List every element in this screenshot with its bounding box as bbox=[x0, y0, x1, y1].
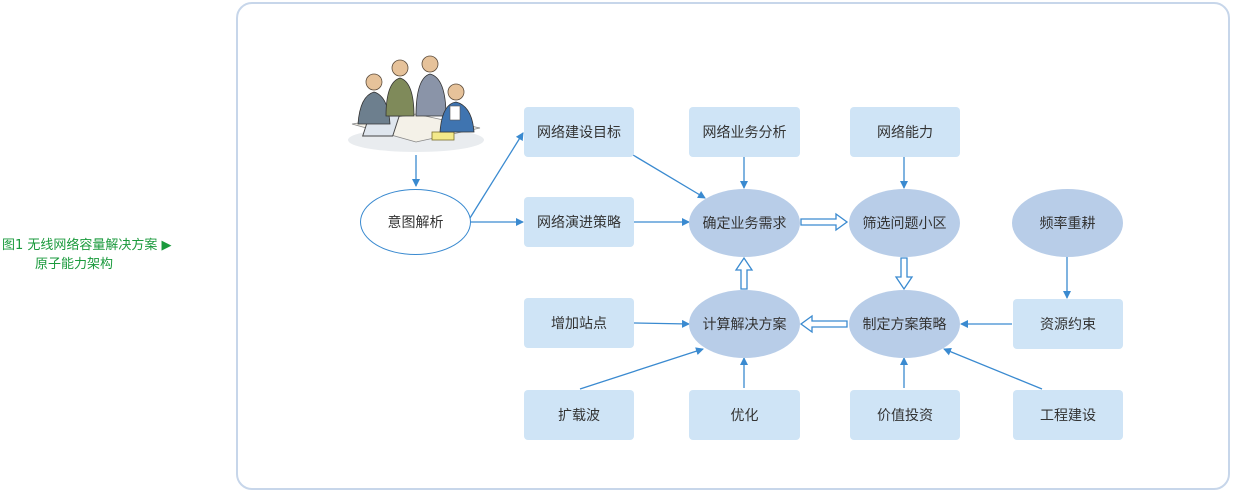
node-add-sites: 增加站点 bbox=[524, 298, 634, 348]
figure-caption: 图1 无线网络容量解决方案 ▶ 原子能力架构 bbox=[2, 236, 222, 274]
node-value-invest-label: 价值投资 bbox=[877, 408, 933, 424]
node-filter-cells: 筛选问题小区 bbox=[849, 189, 960, 257]
node-carrier-expand: 扩载波 bbox=[524, 390, 634, 440]
node-intent-label: 意图解析 bbox=[387, 215, 444, 231]
node-value-invest: 价值投资 bbox=[850, 390, 960, 440]
node-freq-refarm: 频率重耕 bbox=[1012, 189, 1123, 257]
node-engineering: 工程建设 bbox=[1013, 390, 1123, 440]
node-intent: 意图解析 bbox=[360, 189, 471, 255]
node-confirm-demand-label: 确定业务需求 bbox=[702, 216, 787, 232]
node-evolution-label: 网络演进策略 bbox=[537, 215, 621, 231]
block-arrow-strategy-to-calc bbox=[799, 314, 848, 334]
diagram-frame bbox=[236, 2, 1230, 490]
node-resource-limit: 资源约束 bbox=[1013, 299, 1123, 349]
node-make-strategy-label: 制定方案策略 bbox=[862, 317, 947, 333]
node-freq-refarm-label: 频率重耕 bbox=[1039, 216, 1096, 232]
node-capability: 网络能力 bbox=[850, 107, 960, 157]
arrow-goal-to-confirm bbox=[632, 154, 706, 199]
caption-line1: 图1 无线网络容量解决方案 ▶ bbox=[2, 238, 172, 253]
caption-line2: 原子能力架构 bbox=[35, 257, 114, 272]
arrow-carrier-to-calc bbox=[579, 347, 704, 390]
node-business-analysis: 网络业务分析 bbox=[689, 107, 800, 157]
node-filter-cells-label: 筛选问题小区 bbox=[862, 216, 947, 232]
node-capability-label: 网络能力 bbox=[877, 125, 933, 141]
node-resource-limit-label: 资源约束 bbox=[1040, 317, 1096, 333]
node-evolution: 网络演进策略 bbox=[524, 197, 634, 247]
node-calc-plan-label: 计算解决方案 bbox=[702, 317, 787, 333]
business-meeting-illustration bbox=[348, 55, 484, 152]
arrow-intent-to-goal bbox=[469, 132, 524, 219]
block-arrow-confirm-to-filter bbox=[800, 212, 849, 232]
block-arrow-filter-to-strategy bbox=[894, 257, 914, 291]
node-engineering-label: 工程建设 bbox=[1040, 408, 1096, 424]
node-optimize-label: 优化 bbox=[730, 408, 759, 424]
arrow-sites-to-calc bbox=[633, 319, 690, 328]
arrow-engineering-to-strategy bbox=[943, 347, 1043, 390]
node-business-analysis-label: 网络业务分析 bbox=[702, 125, 787, 141]
node-optimize: 优化 bbox=[689, 390, 800, 440]
node-carrier-expand-label: 扩载波 bbox=[558, 408, 600, 424]
node-make-strategy: 制定方案策略 bbox=[849, 290, 960, 358]
block-arrow-calc-to-confirm bbox=[734, 256, 754, 290]
node-add-sites-label: 增加站点 bbox=[551, 316, 607, 332]
node-goal: 网络建设目标 bbox=[524, 107, 634, 157]
node-confirm-demand: 确定业务需求 bbox=[689, 189, 800, 257]
node-goal-label: 网络建设目标 bbox=[537, 125, 621, 141]
node-calc-plan: 计算解决方案 bbox=[689, 290, 800, 358]
